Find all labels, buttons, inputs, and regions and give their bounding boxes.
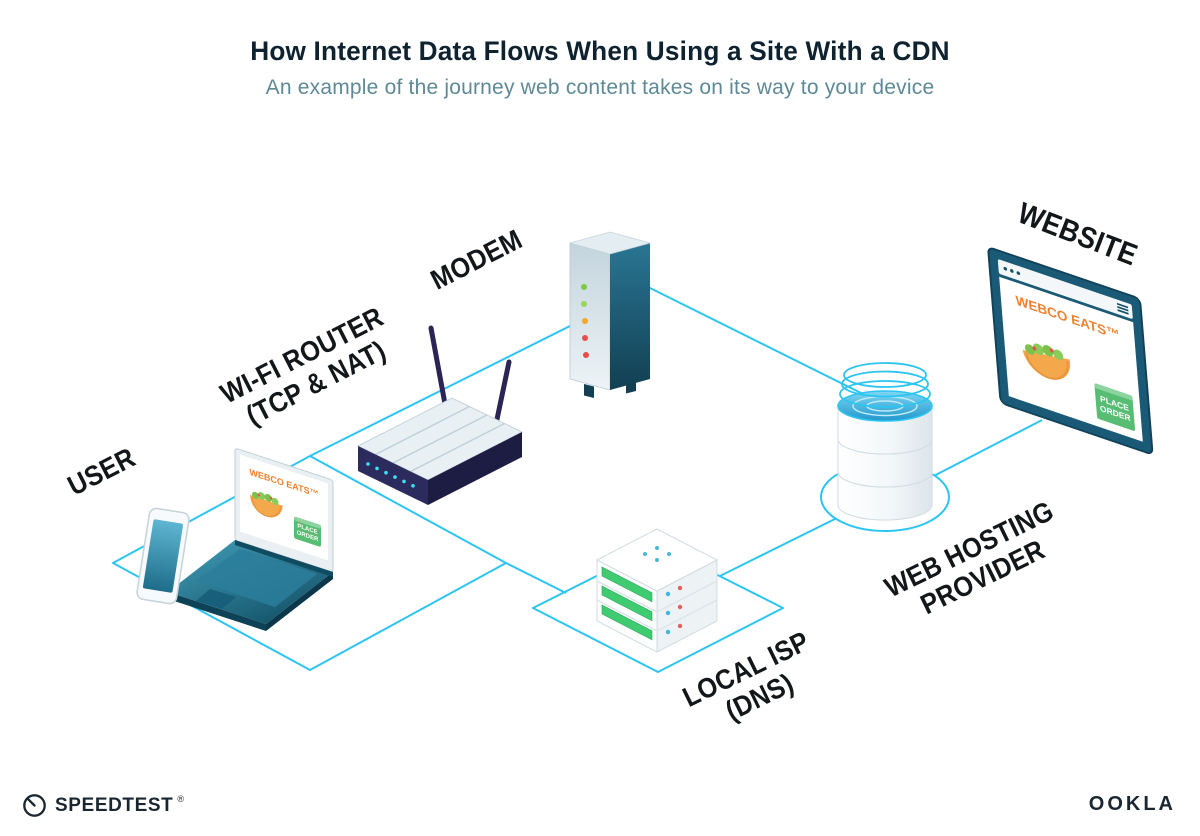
page-subtitle: An example of the journey web content ta… xyxy=(265,76,935,99)
website-taco-icon xyxy=(1022,343,1071,380)
server-status-leds xyxy=(665,585,683,635)
router-leds xyxy=(366,462,415,488)
place-order-button: PLACE ORDER xyxy=(1094,383,1136,431)
ookla-wordmark: OOKLA xyxy=(1088,793,1176,815)
page-title: How Internet Data Flows When Using a Sit… xyxy=(250,36,950,66)
website-browser: WEBCO EATS™ PLACE ORDER xyxy=(987,247,1154,454)
server-led-panels xyxy=(601,566,653,641)
laptop-keyboard xyxy=(196,549,317,607)
server-top-dots xyxy=(643,546,671,562)
laptop-hinge xyxy=(235,540,333,577)
browser-window-dots xyxy=(1003,266,1021,276)
speedtest-gauge-icon xyxy=(23,794,46,817)
modem-leds xyxy=(581,284,589,358)
browser-menu-icon xyxy=(1117,302,1129,315)
laptop-taco-icon xyxy=(250,491,283,518)
speedtest-trademark: ® xyxy=(177,794,185,804)
header: How Internet Data Flows When Using a Sit… xyxy=(0,36,1200,100)
router-top-ridges xyxy=(375,405,505,473)
modem-side xyxy=(610,243,650,390)
user-phone xyxy=(136,507,190,605)
modem-device xyxy=(568,231,652,398)
wire-user-isp xyxy=(505,562,567,594)
laptop-front-edge xyxy=(168,592,266,631)
taco-shell xyxy=(250,494,283,518)
phone-screen xyxy=(142,519,184,593)
modem-front xyxy=(569,242,611,391)
db-ripples xyxy=(839,362,931,408)
laptop-trackpad xyxy=(196,589,236,609)
wire-hosting-website xyxy=(925,419,1043,481)
hosting-database xyxy=(837,362,933,521)
router-front xyxy=(358,446,428,505)
laptop-screen: WEBCO EATS™ PLACE ORDER xyxy=(234,448,334,572)
router-side xyxy=(428,432,522,505)
speedtest-wordmark: SPEEDTEST xyxy=(55,794,174,816)
db-water-surface xyxy=(837,390,933,422)
footer: SPEEDTEST ® OOKLA xyxy=(0,776,1200,836)
wire-isp-hosting xyxy=(719,513,846,577)
wifi-router xyxy=(356,325,524,505)
laptop-order-button: PLACE ORDER xyxy=(294,516,321,547)
modem-foot-left xyxy=(584,384,594,398)
isp-server xyxy=(595,528,719,653)
db-cylinder-top xyxy=(837,390,933,455)
server-grooves xyxy=(596,580,718,632)
user-device: WEBCO EATS™ PLACE ORDER xyxy=(136,448,334,631)
browser-toolbar xyxy=(997,259,1133,319)
laptop-right-edge xyxy=(266,572,333,631)
modem-top xyxy=(568,231,652,255)
speedtest-logo: SPEEDTEST ® xyxy=(22,793,184,818)
